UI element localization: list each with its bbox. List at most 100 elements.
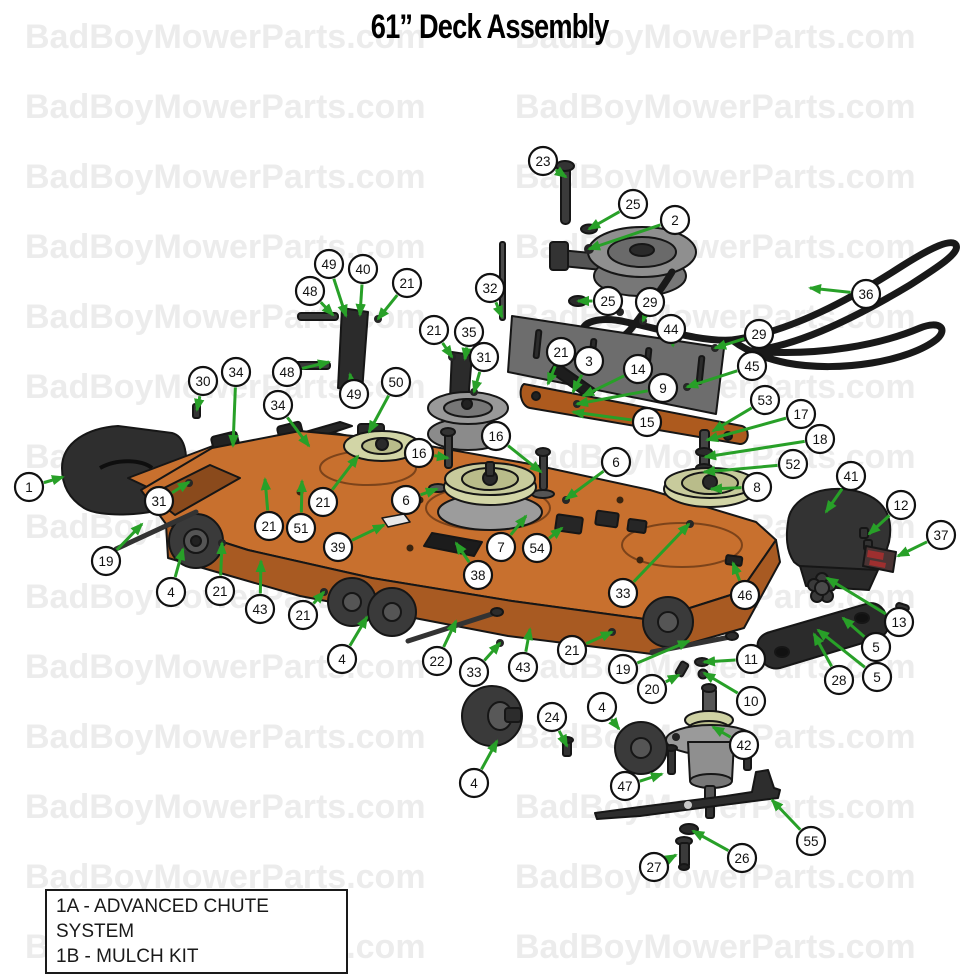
- callout-43: 43: [244, 593, 276, 625]
- callout-12: 12: [885, 489, 917, 521]
- callout-arrow-47: [639, 772, 664, 783]
- callout-number: 21: [295, 608, 310, 623]
- callout-arrow-45: [685, 369, 738, 389]
- callout-24: 24: [536, 701, 568, 733]
- callout-number: 48: [302, 284, 317, 299]
- callout-31: 31: [468, 341, 500, 373]
- callout-arrow-21: [260, 477, 272, 511]
- callout-15: 15: [631, 406, 663, 438]
- callout-number: 49: [321, 257, 336, 272]
- callout-number: 34: [228, 365, 244, 380]
- watermark-text: BadBoyMowerParts.com: [25, 88, 426, 126]
- callout-number: 46: [737, 588, 752, 603]
- callout-arrow-50: [367, 394, 390, 434]
- callout-number: 25: [600, 294, 615, 309]
- callout-38: 38: [462, 559, 494, 591]
- callout-number: 51: [293, 521, 308, 536]
- callout-48: 48: [294, 275, 326, 307]
- page-title: 61” Deck Assembly: [0, 8, 980, 47]
- callout-number: 20: [644, 682, 659, 697]
- page-title-text: 61” Deck Assembly: [371, 8, 610, 46]
- callout-number: 27: [646, 860, 661, 875]
- callout-number: 5: [873, 670, 881, 685]
- callout-number: 53: [757, 393, 772, 408]
- callout-arrow-21: [441, 342, 454, 359]
- callout-arrow-6: [564, 470, 605, 501]
- callout-17: 17: [785, 398, 817, 430]
- callout-34: 34: [262, 389, 294, 421]
- callout-arrow-40: [355, 284, 366, 317]
- callout-23: 23: [527, 145, 559, 177]
- legend-item-chute: 1A - ADVANCED CHUTE SYSTEM: [56, 896, 269, 942]
- callout-number: 31: [476, 350, 491, 365]
- callout-arrow-43: [522, 627, 534, 653]
- callout-27: 27: [638, 851, 670, 883]
- callout-arrow-3: [571, 374, 584, 394]
- callout-arrow-31: [171, 480, 191, 494]
- callout-55: 55: [795, 825, 827, 857]
- callout-number: 5: [872, 640, 880, 655]
- callout-number: 13: [891, 615, 906, 630]
- callout-21: 21: [307, 486, 339, 518]
- callout-arrow-14: [581, 374, 625, 398]
- callout-number: 26: [734, 851, 749, 866]
- callout-arrow-19: [636, 639, 691, 665]
- watermark-text: BadBoyMowerParts.com: [515, 858, 916, 896]
- callout-29: 29: [634, 286, 666, 318]
- watermark-text: BadBoyMowerParts.com: [25, 18, 426, 56]
- callout-arrow-26: [691, 829, 730, 852]
- watermark-text: BadBoyMowerParts.com: [25, 158, 426, 196]
- callout-22: 22: [421, 645, 453, 677]
- callout-number: 4: [470, 776, 478, 791]
- callout-number: 25: [625, 197, 640, 212]
- callout-arrow-28: [812, 632, 833, 668]
- callout-52: 52: [777, 448, 809, 480]
- callout-54: 54: [521, 532, 553, 564]
- callout-number: 40: [355, 262, 370, 277]
- callout-arrow-38: [454, 541, 471, 564]
- callout-arrow-5: [841, 616, 866, 638]
- callout-number: 34: [270, 398, 286, 413]
- callout-5: 5: [861, 661, 893, 693]
- callout-arrow-24: [557, 730, 569, 748]
- callout-25: 25: [617, 188, 649, 220]
- callout-45: 45: [736, 350, 768, 382]
- callout-34: 34: [220, 356, 252, 388]
- watermark-text: BadBoyMowerParts.com: [25, 718, 426, 756]
- callout-arrow-55: [770, 798, 802, 831]
- callout-number: 12: [893, 498, 908, 513]
- callout-number: 29: [642, 295, 657, 310]
- callout-number: 38: [470, 568, 485, 583]
- callout-arrow-10: [702, 671, 739, 695]
- callout-arrow-16: [507, 444, 543, 474]
- callout-arrow-15: [571, 408, 632, 422]
- callout-number: 21: [212, 584, 227, 599]
- callout-number: 14: [630, 362, 646, 377]
- callout-number: 19: [615, 662, 630, 677]
- callout-30: 30: [187, 365, 219, 397]
- callout-arrow-9: [575, 389, 649, 408]
- callout-number: 8: [753, 480, 761, 495]
- callout-28: 28: [823, 664, 855, 696]
- callout-arrow-19: [115, 522, 144, 551]
- callout-8: 8: [741, 471, 773, 503]
- wheels-and-rods: [113, 509, 739, 757]
- callout-number: 17: [793, 407, 808, 422]
- callout-number: 19: [98, 554, 113, 569]
- callout-18: 18: [804, 423, 836, 455]
- callout-arrow-43: [255, 559, 266, 594]
- callout-16: 16: [403, 437, 435, 469]
- callout-number: 29: [751, 327, 766, 342]
- callout-arrow-20: [665, 673, 681, 685]
- callout-4: 4: [326, 643, 358, 675]
- callout-arrow-48: [319, 301, 335, 317]
- callout-19: 19: [90, 545, 122, 577]
- callout-arrow-21: [585, 630, 614, 646]
- callout-43: 43: [507, 651, 539, 683]
- callout-number: 15: [639, 415, 654, 430]
- callout-number: 16: [488, 429, 503, 444]
- callout-21: 21: [253, 510, 285, 542]
- callout-arrow-39: [351, 523, 386, 542]
- callout-32: 32: [474, 272, 506, 304]
- callout-arrow-16: [434, 450, 450, 462]
